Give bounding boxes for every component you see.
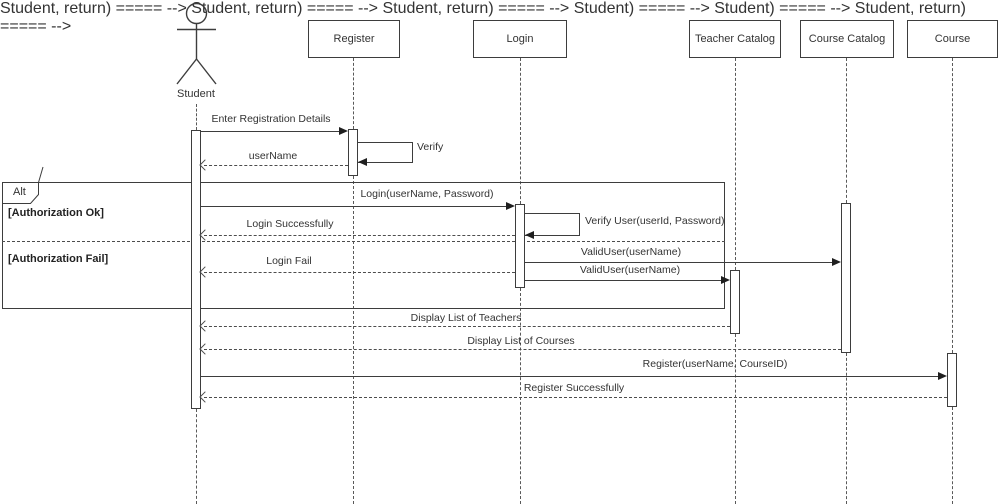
message-line-enter-registration-details xyxy=(201,131,340,132)
self-message-loop-verify xyxy=(358,142,413,163)
activation-course xyxy=(947,353,957,407)
arrowhead-solid-right-icon xyxy=(832,258,841,266)
activation-course-catalog xyxy=(841,203,851,353)
lifeline-register xyxy=(353,58,354,129)
lifeline-course xyxy=(952,58,953,353)
message-line-register-course xyxy=(201,376,939,377)
arrowhead-solid-right-icon xyxy=(339,127,348,135)
arrowhead-open-left-icon xyxy=(199,391,211,403)
lifeline-register xyxy=(353,176,354,504)
message-line-login-successfully xyxy=(204,235,515,236)
lifeline-course-catalog xyxy=(846,58,847,203)
message-label-verify-user: Verify User(userId, Password) xyxy=(585,215,725,227)
arrowhead-open-left-icon xyxy=(199,343,211,355)
arrowhead-solid-right-icon xyxy=(506,202,515,210)
message-line-valid-user-teacher-catalog xyxy=(525,280,722,281)
message-label-login-fail: Login Fail xyxy=(266,255,312,267)
message-label-login-successfully: Login Successfully xyxy=(246,218,334,230)
activation-student xyxy=(191,130,201,409)
alt-fragment-frame xyxy=(2,182,725,309)
lifeline-login xyxy=(520,288,521,504)
message-label-valid-user-teacher-catalog: ValidUser(userName) xyxy=(579,264,681,276)
lifeline-student xyxy=(196,104,197,130)
arrowhead-solid-left-icon xyxy=(358,158,367,166)
message-label-enter-registration-details: Enter Registration Details xyxy=(211,113,331,125)
lifeline-course xyxy=(952,407,953,504)
message-line-valid-user-course-catalog xyxy=(525,262,833,263)
lifeline-login xyxy=(520,58,521,204)
activation-teacher-catalog xyxy=(730,270,740,334)
message-label-login: Login(userName, Password) xyxy=(360,188,494,200)
actor-label: Student xyxy=(177,88,215,100)
message-line-display-list-of-teachers xyxy=(204,326,730,327)
message-label-valid-user-course-catalog: ValidUser(userName) xyxy=(580,246,682,258)
message-line-display-list-of-courses xyxy=(204,349,841,350)
message-line-login-fail xyxy=(204,272,515,273)
message-label-display-list-of-teachers: Display List of Teachers xyxy=(410,312,522,324)
alt-fragment-divider xyxy=(2,241,725,242)
activation-register xyxy=(348,129,358,176)
arrowhead-solid-left-icon xyxy=(525,231,534,239)
guard-authorization-fail: [Authorization Fail] xyxy=(8,253,109,265)
lifeline-box-course-catalog: Course Catalog xyxy=(800,20,894,58)
alt-fragment-label: Alt xyxy=(13,186,26,198)
lifeline-box-course: Course xyxy=(907,20,998,58)
message-label-username: userName xyxy=(248,150,298,162)
message-line-username xyxy=(204,165,348,166)
lifeline-teacher-catalog xyxy=(735,58,736,270)
alt-fragment-tab xyxy=(2,166,44,204)
message-line-login xyxy=(201,206,507,207)
message-label-display-list-of-courses: Display List of Courses xyxy=(467,335,575,347)
lifeline-box-login: Login xyxy=(473,20,567,58)
lifeline-student xyxy=(196,409,197,504)
lifeline-box-teacher-catalog: Teacher Catalog xyxy=(689,20,781,58)
arrowhead-solid-right-icon xyxy=(721,276,730,284)
lifeline-box-register: Register xyxy=(308,20,400,58)
message-label-verify: Verify xyxy=(417,141,444,153)
lifeline-teacher-catalog xyxy=(735,334,736,504)
actor-stick-figure-icon xyxy=(176,2,217,85)
message-line-register-successfully xyxy=(204,397,947,398)
message-label-register-course: Register(userName, CourseID) xyxy=(642,358,788,370)
guard-authorization-ok: [Authorization Ok] xyxy=(8,207,104,219)
arrowhead-open-left-icon xyxy=(199,320,211,332)
lifeline-course-catalog xyxy=(846,353,847,504)
arrowhead-solid-right-icon xyxy=(938,372,947,380)
activation-login xyxy=(515,204,525,288)
arrowhead-open-left-icon xyxy=(199,159,211,171)
self-message-loop-verify-user xyxy=(525,213,580,236)
message-label-register-successfully: Register Successfully xyxy=(523,382,625,394)
